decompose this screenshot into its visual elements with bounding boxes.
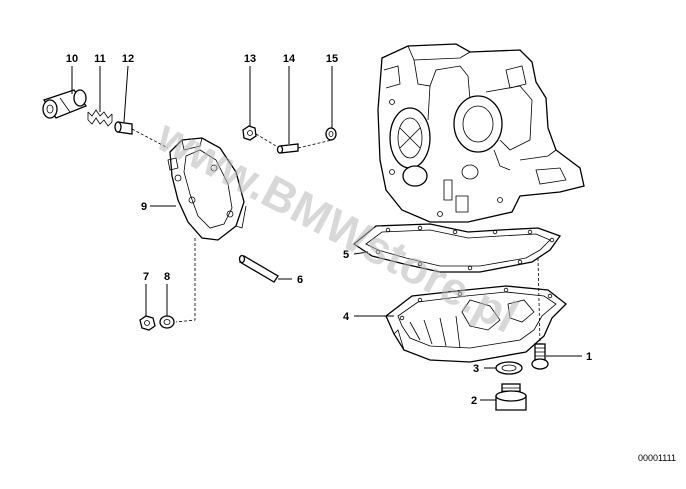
callout-1: 1 — [586, 351, 592, 363]
plunger-housing — [42, 89, 88, 119]
spring — [87, 109, 113, 127]
plunger — [114, 121, 133, 135]
callout-15: 15 — [326, 53, 338, 65]
callout-4: 4 — [343, 311, 350, 323]
callout-14: 14 — [283, 53, 296, 65]
callout-6: 6 — [297, 274, 303, 286]
callout-7: 7 — [143, 271, 149, 283]
callout-9: 9 — [141, 201, 147, 213]
gearbox-cover — [167, 137, 247, 241]
bolt — [531, 257, 549, 370]
callout-2: 2 — [471, 395, 477, 407]
small-washer — [325, 127, 337, 141]
dowel-pin — [238, 254, 279, 283]
sealing-washer — [495, 361, 523, 375]
callout-5: 5 — [343, 249, 349, 261]
diagram-reference-number: 00001111 — [638, 453, 676, 463]
oil-pan — [385, 285, 567, 363]
hex-nut — [139, 315, 156, 331]
callout-13: 13 — [244, 53, 256, 65]
drain-plug — [495, 383, 527, 411]
callout-10: 10 — [66, 53, 78, 65]
callout-11: 11 — [94, 53, 106, 65]
lock-washer — [159, 315, 175, 329]
callout-12: 12 — [122, 53, 134, 65]
leader-lines — [71, 65, 582, 401]
callout-8: 8 — [164, 271, 170, 283]
stud-pin — [276, 143, 299, 154]
gasket — [352, 223, 562, 273]
gearbox-housing — [377, 43, 585, 223]
assembly-lines — [131, 128, 333, 323]
callout-3: 3 — [473, 363, 479, 375]
nut — [242, 125, 257, 141]
